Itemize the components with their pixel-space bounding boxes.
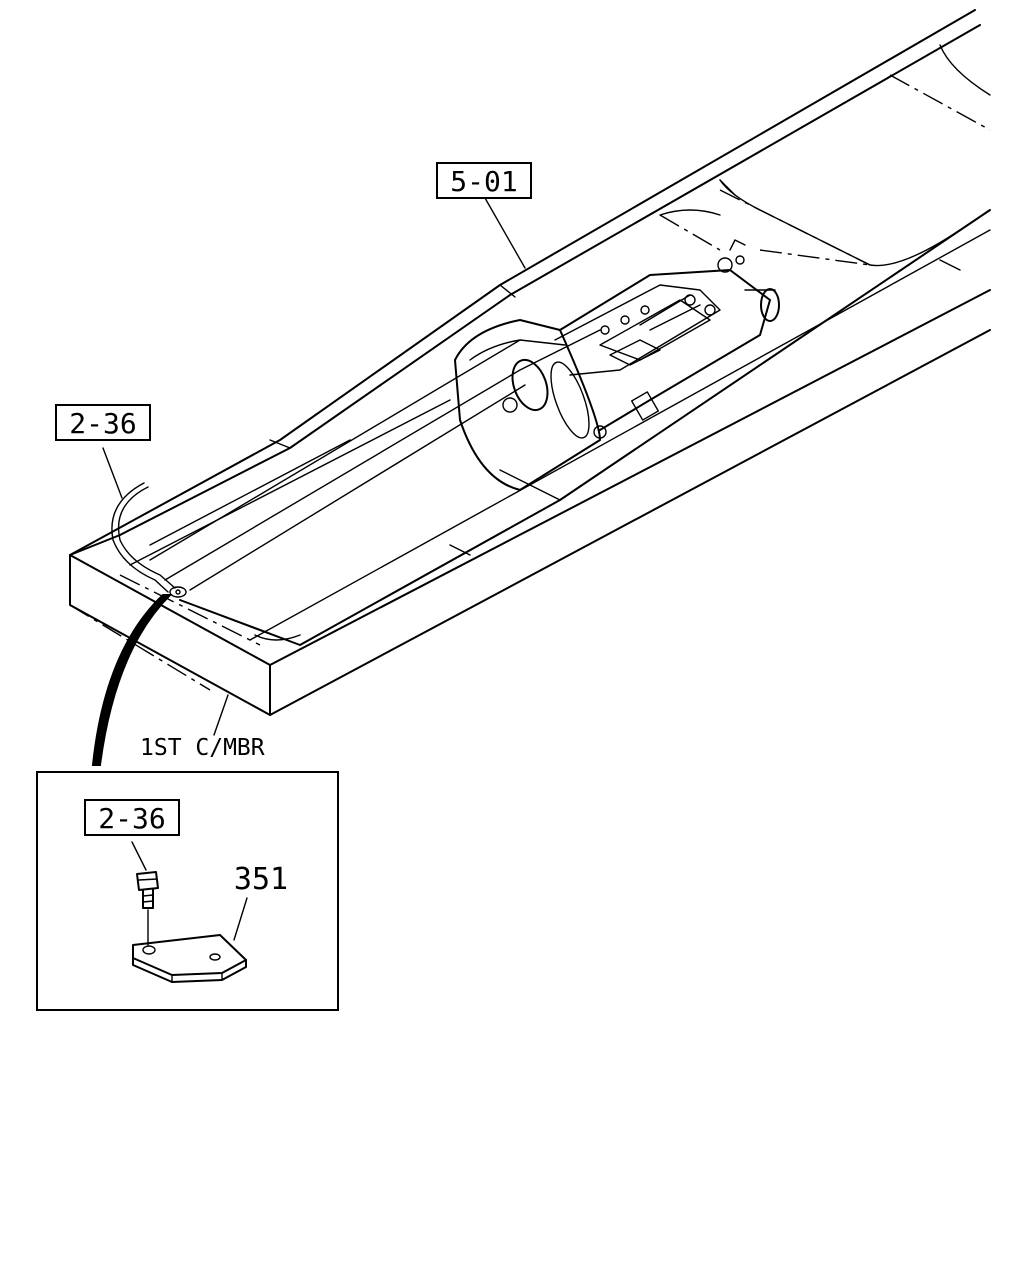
callout-bracket-detail-label: 2-36 <box>98 802 165 835</box>
detail-pointer <box>91 594 173 766</box>
callout-bracket-top: 2-36 <box>55 404 151 499</box>
chassis-frame-icon <box>69 9 991 716</box>
callout-bracket-top-label: 2-36 <box>69 407 136 440</box>
part-number-label: 351 <box>234 862 288 897</box>
transmission-icon <box>454 239 780 491</box>
detail-box: 2-36 351 <box>36 771 339 1011</box>
crossmember-label: 1ST C/MBR <box>140 735 265 761</box>
bolt-icon <box>136 871 159 946</box>
callout-frame-ref-label: 5-01 <box>450 165 517 198</box>
wire-harness-icon <box>111 482 187 598</box>
plate-icon <box>132 934 247 983</box>
callout-frame-ref: 5-01 <box>436 162 532 269</box>
